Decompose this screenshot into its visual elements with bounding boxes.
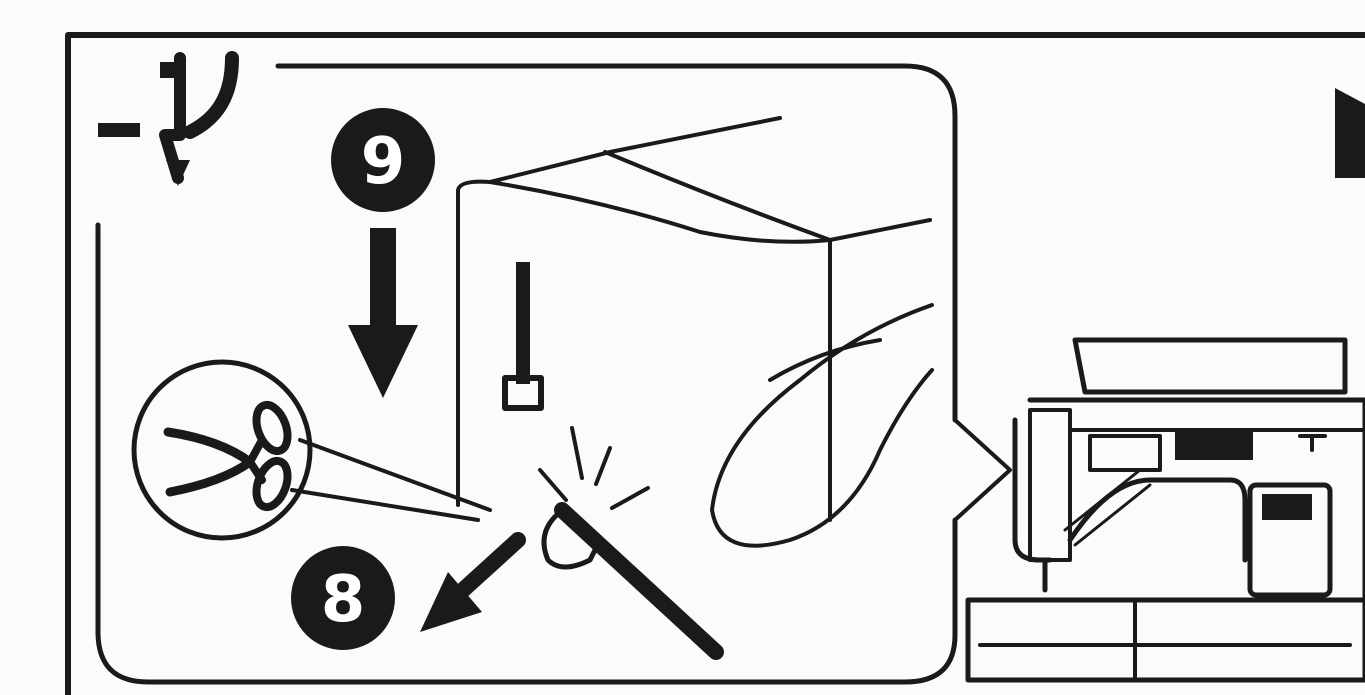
step-number-8: 8 — [321, 563, 366, 637]
step-badge-8: 8 — [291, 546, 395, 650]
presser-foot-lever-icon — [98, 58, 232, 186]
scissors-callout — [134, 362, 490, 538]
sewing-machine-icon — [968, 340, 1365, 680]
step-number-9: 9 — [361, 125, 406, 199]
thread-cutter-icon — [540, 428, 716, 652]
scissors-icon — [168, 401, 293, 512]
zoom-connector — [955, 420, 1010, 520]
next-arrow-icon[interactable] — [1335, 88, 1365, 178]
screen-frame — [68, 35, 1365, 695]
needle-icon — [505, 262, 541, 408]
step-badge-9: 9 — [331, 108, 435, 212]
diagonal-arrow-icon — [420, 540, 518, 632]
down-arrow-icon — [348, 228, 418, 398]
